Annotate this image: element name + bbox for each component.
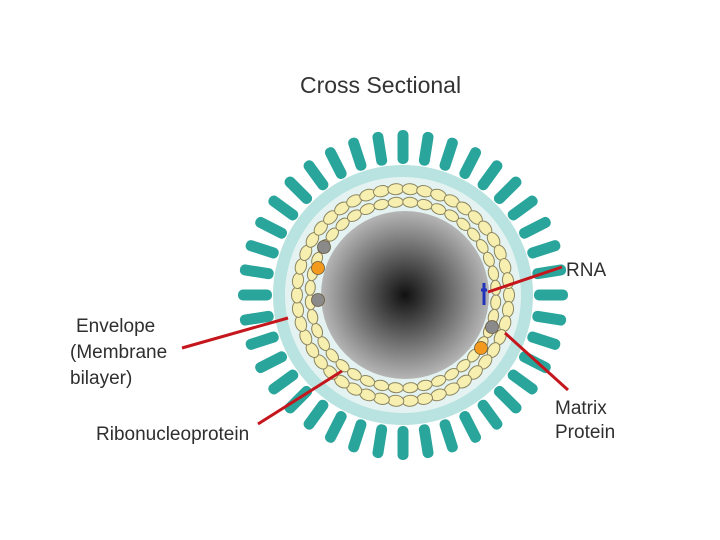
matrix-protein-marker	[311, 293, 325, 307]
glycoprotein-spike	[397, 426, 409, 460]
glycoprotein-spike	[372, 424, 388, 459]
label-matrix-line-2: Protein	[555, 422, 616, 443]
matrix-protein-marker	[311, 261, 325, 275]
label-ribonucleoprotein: Ribonucleoprotein	[96, 424, 250, 445]
glycoprotein-spike	[439, 419, 458, 453]
glycoprotein-spike	[284, 176, 313, 205]
matrix-protein-markers	[311, 240, 499, 355]
matrix-protein-marker	[485, 320, 499, 334]
label-envelope-line-1: Envelope	[76, 316, 156, 337]
pointer-lines	[181, 265, 570, 426]
label-rna: RNA	[566, 260, 607, 281]
glycoprotein-spike	[238, 289, 272, 301]
glycoprotein-spike	[493, 385, 522, 414]
glycoprotein-spike	[245, 240, 279, 259]
glycoprotein-spike	[245, 331, 279, 350]
glycoprotein-spike	[255, 216, 288, 239]
glycoprotein-spike	[239, 310, 274, 326]
glycoprotein-spike	[268, 369, 299, 395]
ribonucleoprotein-bead	[291, 286, 303, 304]
glycoprotein-spike	[303, 399, 329, 430]
glycoprotein-spike	[303, 160, 329, 191]
diagram-title: Cross Sectional	[300, 72, 462, 98]
glycoprotein-spike	[372, 131, 388, 166]
label-matrix-line-1: Matrix	[555, 398, 607, 419]
glycoprotein-spike	[507, 369, 538, 395]
matrix-protein-pointer	[503, 331, 570, 392]
matrix-protein-marker	[317, 240, 331, 254]
glycoprotein-spike	[239, 264, 274, 280]
glycoprotein-spike	[527, 331, 561, 350]
glycoprotein-spike	[268, 195, 299, 221]
glycoprotein-spike	[477, 160, 503, 191]
glycoprotein-spike	[532, 310, 567, 326]
glycoprotein-spike	[507, 195, 538, 221]
rna-marker	[481, 283, 487, 305]
glycoprotein-spike	[527, 240, 561, 259]
glycoprotein-spike	[324, 410, 347, 443]
glycoprotein-spike	[418, 131, 434, 166]
label-envelope-line-2: (Membrane	[70, 342, 168, 363]
glycoprotein-spike	[324, 147, 347, 180]
glycoprotein-spike	[397, 130, 409, 164]
virion-core	[321, 211, 489, 379]
glycoprotein-spike	[459, 410, 482, 443]
glycoprotein-spike	[418, 424, 434, 459]
glycoprotein-spike	[348, 137, 367, 171]
rna-pointer	[487, 265, 563, 294]
glycoprotein-spike	[534, 289, 568, 301]
ribonucleoprotein-bead	[503, 286, 515, 304]
label-envelope-line-3: bilayer)	[70, 368, 133, 389]
glycoprotein-spike	[255, 351, 288, 374]
glycoprotein-spike	[518, 216, 551, 239]
ribonucleoprotein-pointer	[257, 369, 343, 426]
glycoprotein-spike	[493, 176, 522, 205]
envelope-pointer	[181, 316, 289, 350]
glycoprotein-spike	[439, 137, 458, 171]
glycoprotein-spike	[348, 419, 367, 453]
glycoprotein-spike	[459, 147, 482, 180]
matrix-protein-marker	[474, 341, 488, 355]
glycoprotein-spike-icon	[238, 130, 568, 460]
glycoprotein-spike	[477, 399, 503, 430]
